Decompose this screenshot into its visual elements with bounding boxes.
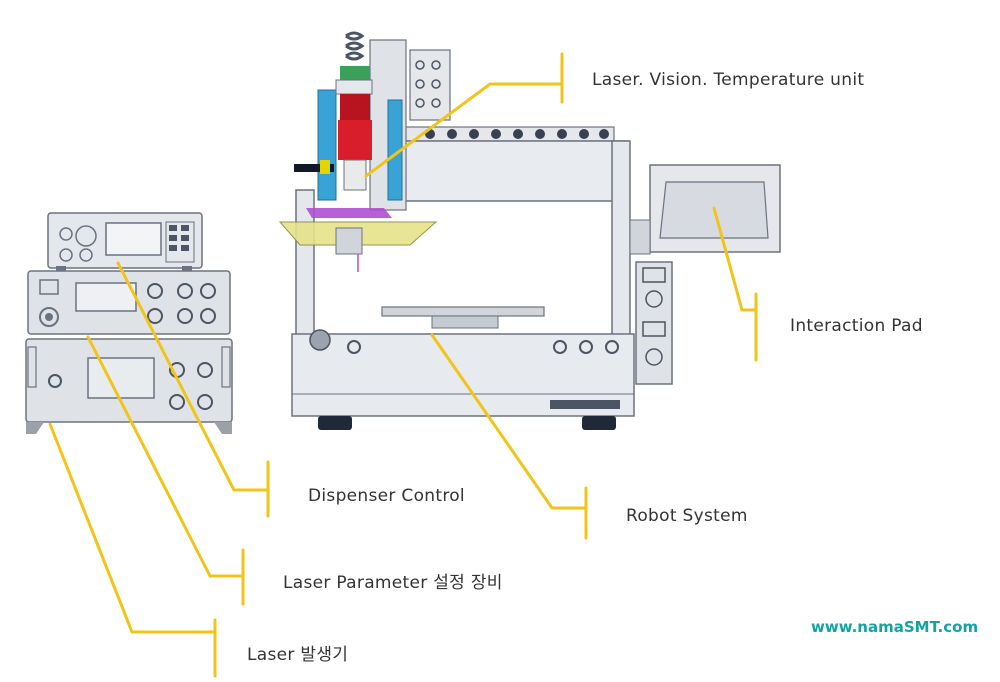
laser-parameter-unit (27, 270, 231, 335)
callout-lines (48, 52, 758, 678)
label-laser-vision-temperature-unit: Laser. Vision. Temperature unit (592, 70, 865, 90)
callout-laser-generator (48, 422, 217, 634)
watermark-link[interactable]: www.namaSMT.com (811, 618, 979, 636)
robot-system (291, 126, 635, 430)
laser-generator-unit (25, 338, 233, 434)
callout-robot-system (430, 333, 588, 510)
laser-vision-temperature-unit (278, 31, 451, 272)
label-dispenser-control: Dispenser Control (308, 486, 465, 506)
dispenser-controller-unit (47, 212, 203, 271)
callout-dispenser-control (116, 261, 270, 492)
label-interaction-pad: Interaction Pad (790, 316, 923, 336)
label-laser-generator: Laser 발생기 (247, 645, 349, 665)
callout-laser-vision (364, 82, 564, 178)
label-laser-parameter: Laser Parameter 설정 장비 (283, 573, 503, 593)
label-robot-system: Robot System (626, 506, 748, 526)
callout-laser-parameter (86, 335, 245, 578)
callout-interaction-pad (712, 206, 758, 312)
